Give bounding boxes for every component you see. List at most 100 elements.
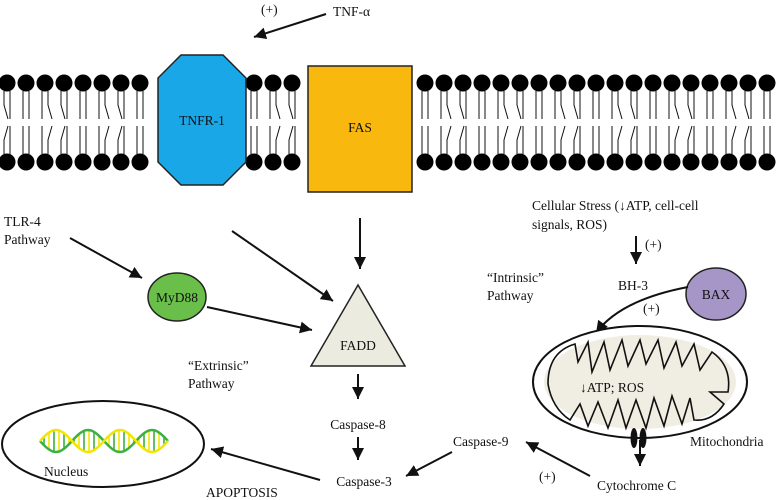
tlr4-arrow [69, 237, 143, 279]
mitochondria-label: Mitochondria [690, 434, 764, 449]
lipid-head [720, 74, 738, 92]
lipid-head [131, 74, 149, 92]
cyto-plus-label: (+) [539, 469, 556, 484]
lipid-tail [459, 91, 465, 120]
lipid-tail [117, 91, 123, 120]
lipid-head [17, 74, 35, 92]
lipid-tail [288, 125, 294, 154]
stress-plus-label: (+) [645, 237, 662, 252]
lipid-head [93, 153, 111, 171]
cytochrome-c-label: Cytochrome C [597, 478, 676, 493]
lipid-tail [744, 125, 750, 154]
lipid-head [454, 153, 472, 171]
lipid-head [511, 153, 529, 171]
lipid-tail [275, 125, 281, 154]
lipid-head [245, 153, 263, 171]
lipid-head [74, 74, 92, 92]
lipid-tail [687, 125, 693, 154]
lipid-tail [47, 91, 53, 120]
lipid-head [454, 74, 472, 92]
lipid-head [435, 74, 453, 92]
lipid-head [568, 153, 586, 171]
lipid-head [17, 153, 35, 171]
lipid-tail [516, 125, 522, 154]
lipid-tail [744, 91, 750, 120]
myd88-label: MyD88 [156, 290, 198, 305]
tnf-alpha-label: TNF-α [333, 4, 370, 19]
lipid-head [36, 74, 54, 92]
nucleus-label: Nucleus [44, 464, 88, 479]
lipid-head [473, 74, 491, 92]
cellular-stress-line1: Cellular Stress (↓ATP, cell-cell [532, 198, 699, 213]
lipid-tail [560, 125, 566, 154]
lipid-tail [288, 91, 294, 120]
mitochondrion-content-label: ↓ATP; ROS [580, 380, 644, 395]
lipid-head [416, 153, 434, 171]
lipid-tail [446, 125, 452, 154]
lipid-head [530, 74, 548, 92]
mito-pore-left [630, 428, 638, 448]
lipid-tail [503, 91, 509, 120]
nucleus-shape [1, 400, 205, 488]
lipid-tail [275, 91, 281, 120]
intrinsic-label-line2: Pathway [487, 288, 534, 303]
lipid-head [435, 153, 453, 171]
lipid-head [245, 74, 263, 92]
cellular-stress-line2: signals, ROS) [532, 217, 607, 232]
lipid-tail [560, 91, 566, 120]
lipid-tail [630, 125, 636, 154]
caspase3-to-nucleus-arrow [210, 446, 321, 481]
lipid-tail [573, 125, 579, 154]
lipid-head [492, 74, 510, 92]
lipid-tail [459, 125, 465, 154]
lipid-head [587, 153, 605, 171]
caspase8-label: Caspase-8 [330, 417, 386, 432]
tnfr1-receptor [157, 54, 247, 186]
fadd-node [309, 283, 407, 367]
fas-label: FAS [348, 120, 372, 135]
lipid-head [131, 153, 149, 171]
lipid-head [739, 74, 757, 92]
lipid-tail [446, 91, 452, 120]
lipid-tail [687, 91, 693, 120]
lipid-tail [3, 125, 9, 154]
dna-helix [39, 428, 169, 454]
lipid-head [511, 74, 529, 92]
lipid-tail [731, 91, 737, 120]
lipid-head [416, 74, 434, 92]
lipid-tail [617, 125, 623, 154]
lipid-head [36, 153, 54, 171]
caspase9-to-caspase3-arrow [405, 451, 453, 477]
lipid-tail [60, 91, 66, 120]
caspase3-label: Caspase-3 [336, 474, 392, 489]
extrinsic-label-line2: Pathway [188, 376, 235, 391]
lipid-head [682, 74, 700, 92]
lipid-head [112, 153, 130, 171]
myd88-node [147, 272, 207, 322]
lipid-head [720, 153, 738, 171]
intrinsic-label-line1: “Intrinsic” [487, 270, 544, 285]
lipid-head [587, 74, 605, 92]
tnf-plus-label: (+) [261, 2, 278, 17]
lipid-tail [47, 125, 53, 154]
lipid-head [0, 74, 16, 92]
lipid-tail [117, 125, 123, 154]
lipid-head [93, 74, 111, 92]
myd88-to-fadd-arrow [206, 306, 313, 334]
apoptosis-label: APOPTOSIS [206, 485, 278, 500]
tlr4-label-line1: TLR-4 [4, 214, 41, 229]
lipid-tail [503, 125, 509, 154]
mitochondrion-cristae [547, 337, 730, 431]
lipid-head [530, 153, 548, 171]
lipid-head [758, 153, 776, 171]
lipid-head [264, 153, 282, 171]
tnfr1-to-fadd-arrow [231, 230, 334, 302]
lipid-head [112, 74, 130, 92]
tnfr1-label: TNFR-1 [179, 113, 225, 128]
bax-node [685, 267, 747, 321]
lipid-head [492, 153, 510, 171]
tlr4-label-line2: Pathway [4, 232, 51, 247]
lipid-tail [731, 125, 737, 154]
lipid-head [663, 74, 681, 92]
